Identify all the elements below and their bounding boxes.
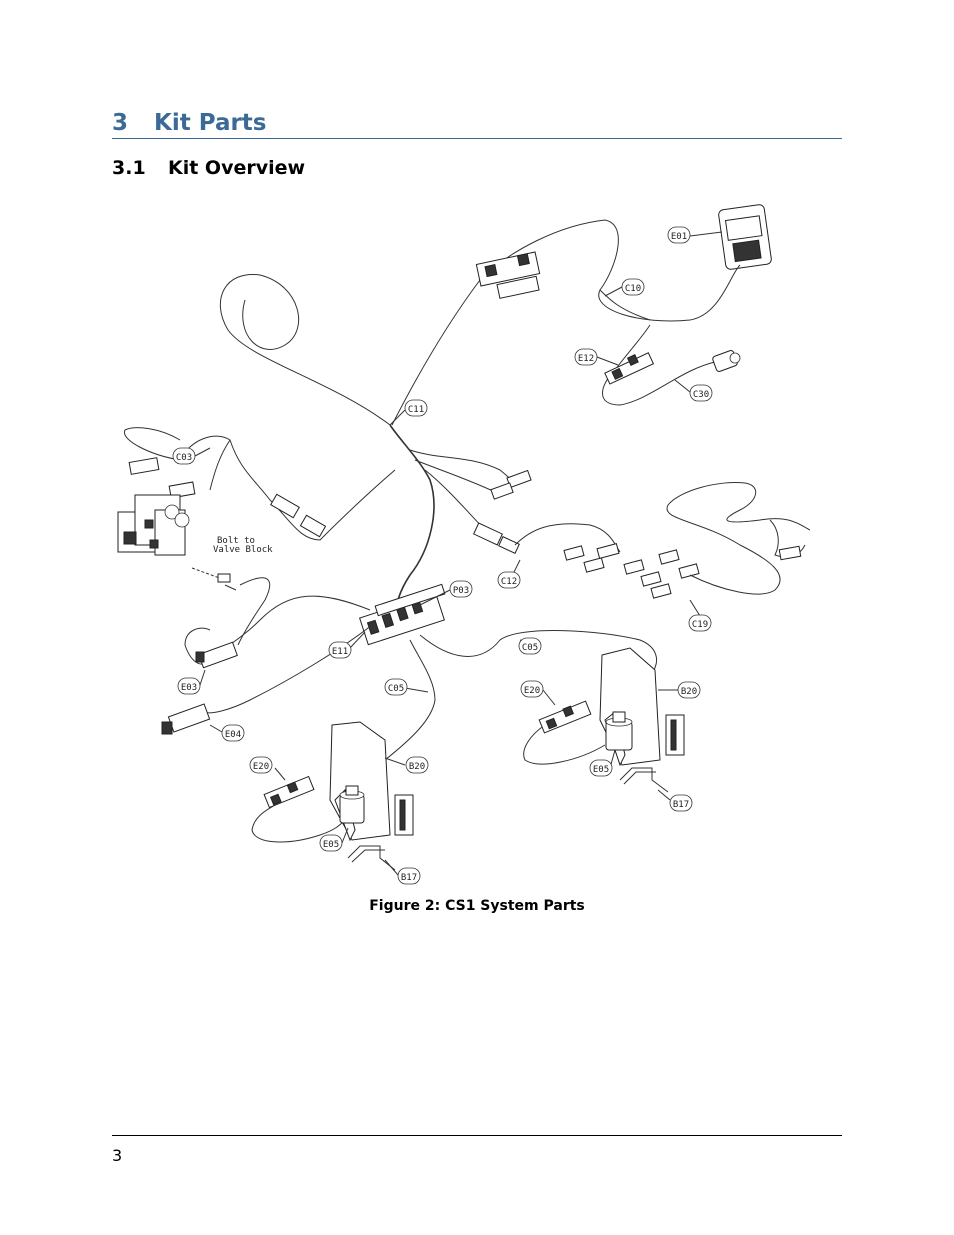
callout-b17-right: B17	[669, 794, 693, 812]
connector-hub-top	[475, 251, 541, 299]
section-heading: 3 Kit Parts	[112, 110, 842, 139]
svg-text:E03: E03	[181, 683, 197, 693]
svg-text:C30: C30	[693, 390, 709, 400]
svg-text:E04: E04	[225, 730, 241, 740]
figure-caption: Figure 2: CS1 System Parts	[369, 898, 585, 914]
svg-text:E01: E01	[671, 232, 687, 242]
footer-rule	[112, 1135, 842, 1136]
sensor-e03	[195, 641, 238, 669]
svg-text:B20: B20	[409, 762, 425, 772]
wire-e03-b	[237, 577, 271, 646]
connector-block-e11	[359, 583, 446, 646]
callout-e11: E11	[328, 641, 352, 659]
connectors-c12	[563, 542, 700, 599]
bracket-b17-right	[619, 767, 669, 793]
bracket-b17-left	[347, 845, 396, 871]
bolt-part	[191, 567, 237, 591]
callout-e05-left: E05	[319, 834, 343, 852]
wire-c12	[514, 523, 621, 553]
svg-text:E20: E20	[524, 686, 540, 696]
wire-c19	[666, 481, 810, 595]
callout-c10: C10	[621, 278, 645, 296]
svg-text:C10: C10	[625, 284, 641, 294]
callout-c11: C11	[404, 399, 428, 417]
note-line1: Bolt to	[217, 536, 255, 546]
svg-text:C11: C11	[408, 405, 424, 415]
wire-c11-top	[391, 219, 741, 426]
page-number: 3	[112, 1146, 123, 1165]
callout-b20-right: B20	[677, 681, 701, 699]
sensor-e05-left	[339, 785, 365, 824]
wire-loop	[219, 273, 391, 426]
connectors-c03	[128, 457, 327, 538]
callout-e20-left: E20	[249, 756, 273, 774]
callout-b20-left: B20	[405, 756, 429, 774]
valve-block	[117, 494, 190, 556]
callout-leaders	[194, 231, 723, 876]
wire-e12	[602, 324, 716, 406]
svg-text:C05: C05	[522, 643, 538, 653]
callout-e04: E04	[221, 724, 245, 742]
wire-c05-right	[419, 630, 658, 676]
wire-e04	[204, 624, 373, 714]
svg-text:E12: E12	[578, 354, 594, 364]
svg-text:C19: C19	[692, 620, 708, 630]
wire-c11-trunk	[389, 424, 435, 621]
callout-e03: E03	[177, 677, 201, 695]
sensor-e04	[161, 703, 211, 735]
wire-c03	[124, 427, 396, 541]
svg-text:C03: C03	[176, 453, 192, 463]
connector-e20-left	[263, 775, 315, 809]
subsection-number: 3.1	[112, 157, 146, 179]
wire-e20-left	[251, 789, 346, 843]
wire-c10	[599, 289, 651, 321]
callout-c19: C19	[688, 614, 712, 632]
connectors-c19	[778, 545, 802, 561]
note-line2: Valve Block	[213, 545, 273, 555]
svg-text:E05: E05	[593, 765, 609, 775]
callout-c05-left: C05	[384, 678, 408, 696]
svg-text:C05: C05	[388, 684, 404, 694]
section-number: 3	[112, 110, 129, 136]
callout-e20-right: E20	[520, 680, 544, 698]
callout-e12: E12	[574, 348, 598, 366]
callout-b17-left: B17	[397, 867, 421, 885]
subsection-heading: 3.1 Kit Overview	[112, 157, 305, 179]
connector-e12	[604, 352, 655, 385]
sensor-e05-right	[605, 711, 633, 751]
wire-c05-left	[384, 639, 436, 761]
svg-text:P03: P03	[453, 586, 469, 596]
connectors-mid	[473, 469, 532, 554]
subsection-title: Kit Overview	[168, 157, 306, 179]
svg-text:E05: E05	[323, 840, 339, 850]
display-unit-e01	[718, 204, 772, 270]
svg-text:C12: C12	[501, 577, 517, 587]
section-title: Kit Parts	[154, 110, 267, 136]
callout-e05-right: E05	[589, 759, 613, 777]
wire-c03-b	[209, 439, 231, 491]
callout-c30: C30	[689, 384, 713, 402]
connector-c30	[712, 350, 741, 372]
wire-branch-1	[409, 449, 521, 483]
wire-branch-2	[414, 459, 496, 493]
callout-c12: C12	[497, 571, 521, 589]
svg-text:E20: E20	[253, 762, 269, 772]
callout-c05-right: C05	[518, 637, 542, 655]
svg-text:B17: B17	[401, 873, 417, 883]
svg-text:B17: B17	[673, 800, 689, 810]
connector-e20-right	[538, 700, 592, 734]
parts-diagram: Bolt to Valve Block	[117, 204, 810, 885]
callout-p03: P03	[449, 580, 473, 598]
callout-e01: E01	[667, 226, 691, 244]
wire-e20-right	[523, 724, 606, 765]
callout-c03: C03	[172, 447, 196, 465]
svg-text:B20: B20	[681, 687, 697, 697]
svg-text:E11: E11	[332, 647, 348, 657]
